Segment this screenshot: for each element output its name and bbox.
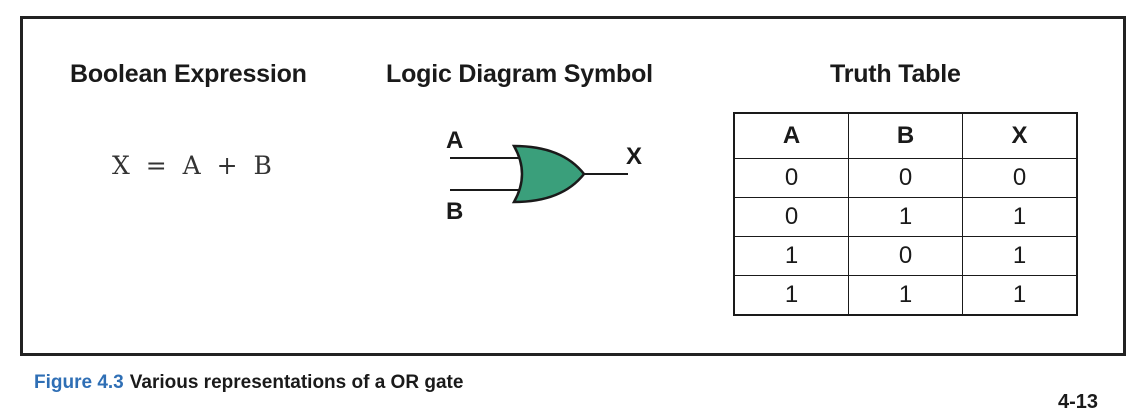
heading-truth-table: Truth Table (830, 60, 961, 88)
header-x: X (962, 112, 1078, 159)
cell-b: 1 (848, 197, 963, 237)
heading-boolean-expression: Boolean Expression (70, 60, 307, 88)
cell-x: 0 (962, 158, 1078, 198)
cell-x: 1 (962, 236, 1078, 276)
header-b: B (848, 112, 963, 159)
page-number: 4-13 (1058, 391, 1099, 413)
cell-x: 1 (962, 275, 1078, 316)
table-row: 1 0 1 (733, 236, 1078, 276)
table-row: 1 1 1 (733, 275, 1078, 316)
figure-caption-text: Various representations of a OR gate (129, 372, 464, 393)
truth-table-header-row: A B X (733, 112, 1078, 159)
cell-a: 1 (733, 275, 849, 316)
input-b-label: B (446, 198, 463, 225)
input-a-label: A (446, 127, 463, 154)
cell-a: 0 (733, 158, 849, 198)
truth-table: A B X 0 0 0 0 1 1 1 0 1 1 1 (733, 112, 1078, 316)
cell-b: 1 (848, 275, 963, 316)
cell-b: 0 (848, 236, 963, 276)
figure-page: Boolean Expression Logic Diagram Symbol … (20, 16, 1126, 413)
output-x-label: X (626, 143, 642, 170)
or-gate-body (511, 144, 586, 204)
table-row: 0 1 1 (733, 197, 1078, 237)
figure-caption-label: Figure 4.3 (34, 372, 124, 393)
or-gate-diagram: A B X (446, 127, 642, 225)
heading-logic-diagram-symbol: Logic Diagram Symbol (386, 60, 653, 88)
header-a: A (733, 112, 849, 159)
cell-x: 1 (962, 197, 1078, 237)
cell-b: 0 (848, 158, 963, 198)
cell-a: 1 (733, 236, 849, 276)
cell-a: 0 (733, 197, 849, 237)
figure-frame (20, 16, 1126, 356)
table-row: 0 0 0 (733, 158, 1078, 198)
boolean-expression: X = A + B (112, 151, 273, 180)
